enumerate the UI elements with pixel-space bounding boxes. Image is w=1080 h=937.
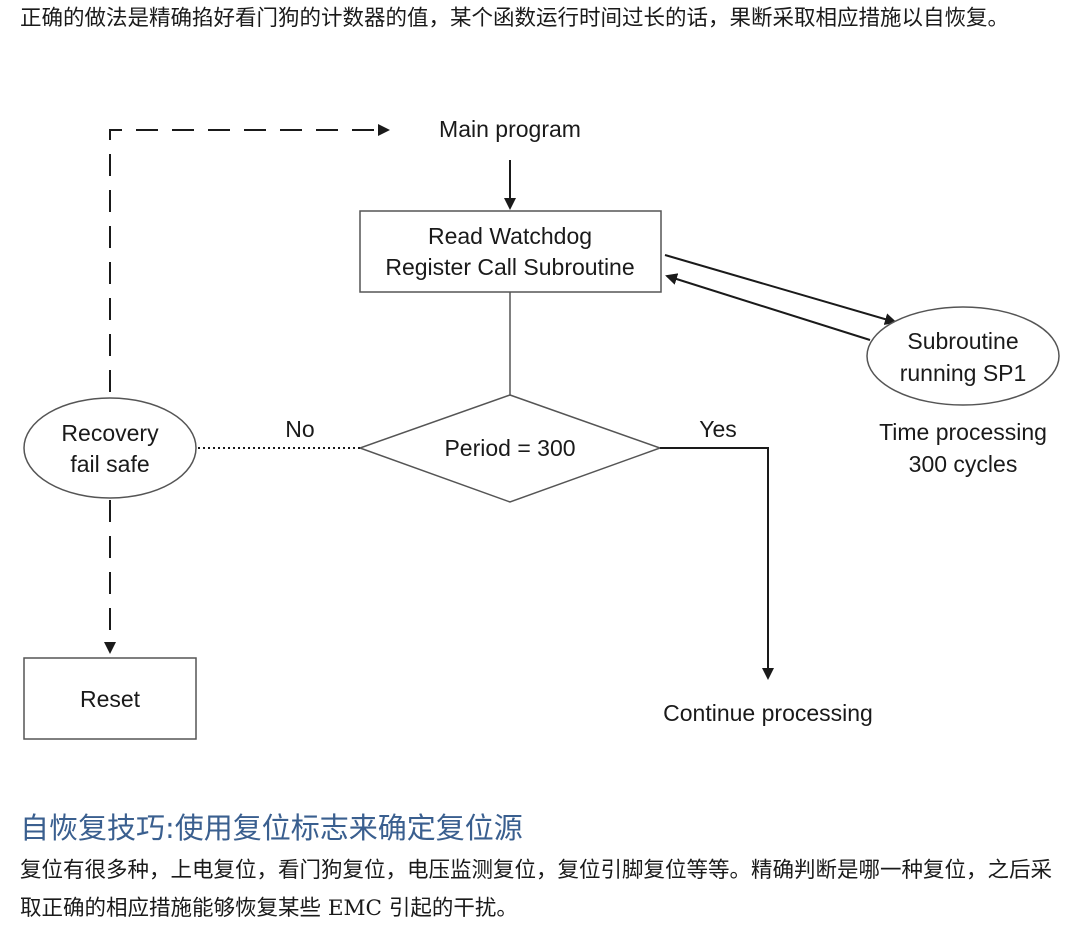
read-watchdog-box bbox=[359, 210, 662, 293]
body-paragraph: 复位有很多种，上电复位，看门狗复位，电压监测复位，复位引脚复位等等。精确判断是哪… bbox=[20, 858, 1053, 921]
subroutine-label-2: running SP1 bbox=[900, 360, 1027, 386]
intro-paragraph: 正确的做法是精确掐好看门狗的计数器的值，某个函数运行时间过长的话，果断采取相应措… bbox=[20, 6, 1010, 31]
recovery-label-2: fail safe bbox=[70, 451, 149, 477]
continue-processing-label: Continue processing bbox=[663, 700, 873, 726]
main-program-label: Main program bbox=[439, 116, 581, 142]
time-processing-label-1: Time processing bbox=[879, 419, 1047, 445]
recovery-label-1: Recovery bbox=[61, 420, 159, 446]
reset-label: Reset bbox=[80, 686, 141, 712]
read-watchdog-label-1: Read Watchdog bbox=[428, 223, 592, 249]
yes-label: Yes bbox=[699, 416, 737, 442]
watchdog-flowchart: Main program Read Watchdog Register Call… bbox=[23, 116, 1060, 740]
call-subroutine-arrow bbox=[664, 254, 897, 325]
recovery-ellipse bbox=[23, 397, 197, 499]
section-heading: 自恢复技巧:使用复位标志来确定复位源 bbox=[20, 811, 523, 845]
period-diamond bbox=[357, 394, 663, 503]
return-subroutine-arrow bbox=[665, 273, 871, 341]
reset-box bbox=[23, 657, 197, 740]
subroutine-label-1: Subroutine bbox=[907, 328, 1018, 354]
dashed-feedback-arrow bbox=[109, 124, 390, 392]
read-watchdog-label-2: Register Call Subroutine bbox=[385, 254, 634, 280]
no-label: No bbox=[285, 416, 314, 442]
yes-arrow bbox=[660, 447, 774, 680]
period-label: Period = 300 bbox=[444, 435, 575, 461]
time-processing-label-2: 300 cycles bbox=[909, 451, 1018, 477]
subroutine-ellipse bbox=[866, 306, 1060, 406]
